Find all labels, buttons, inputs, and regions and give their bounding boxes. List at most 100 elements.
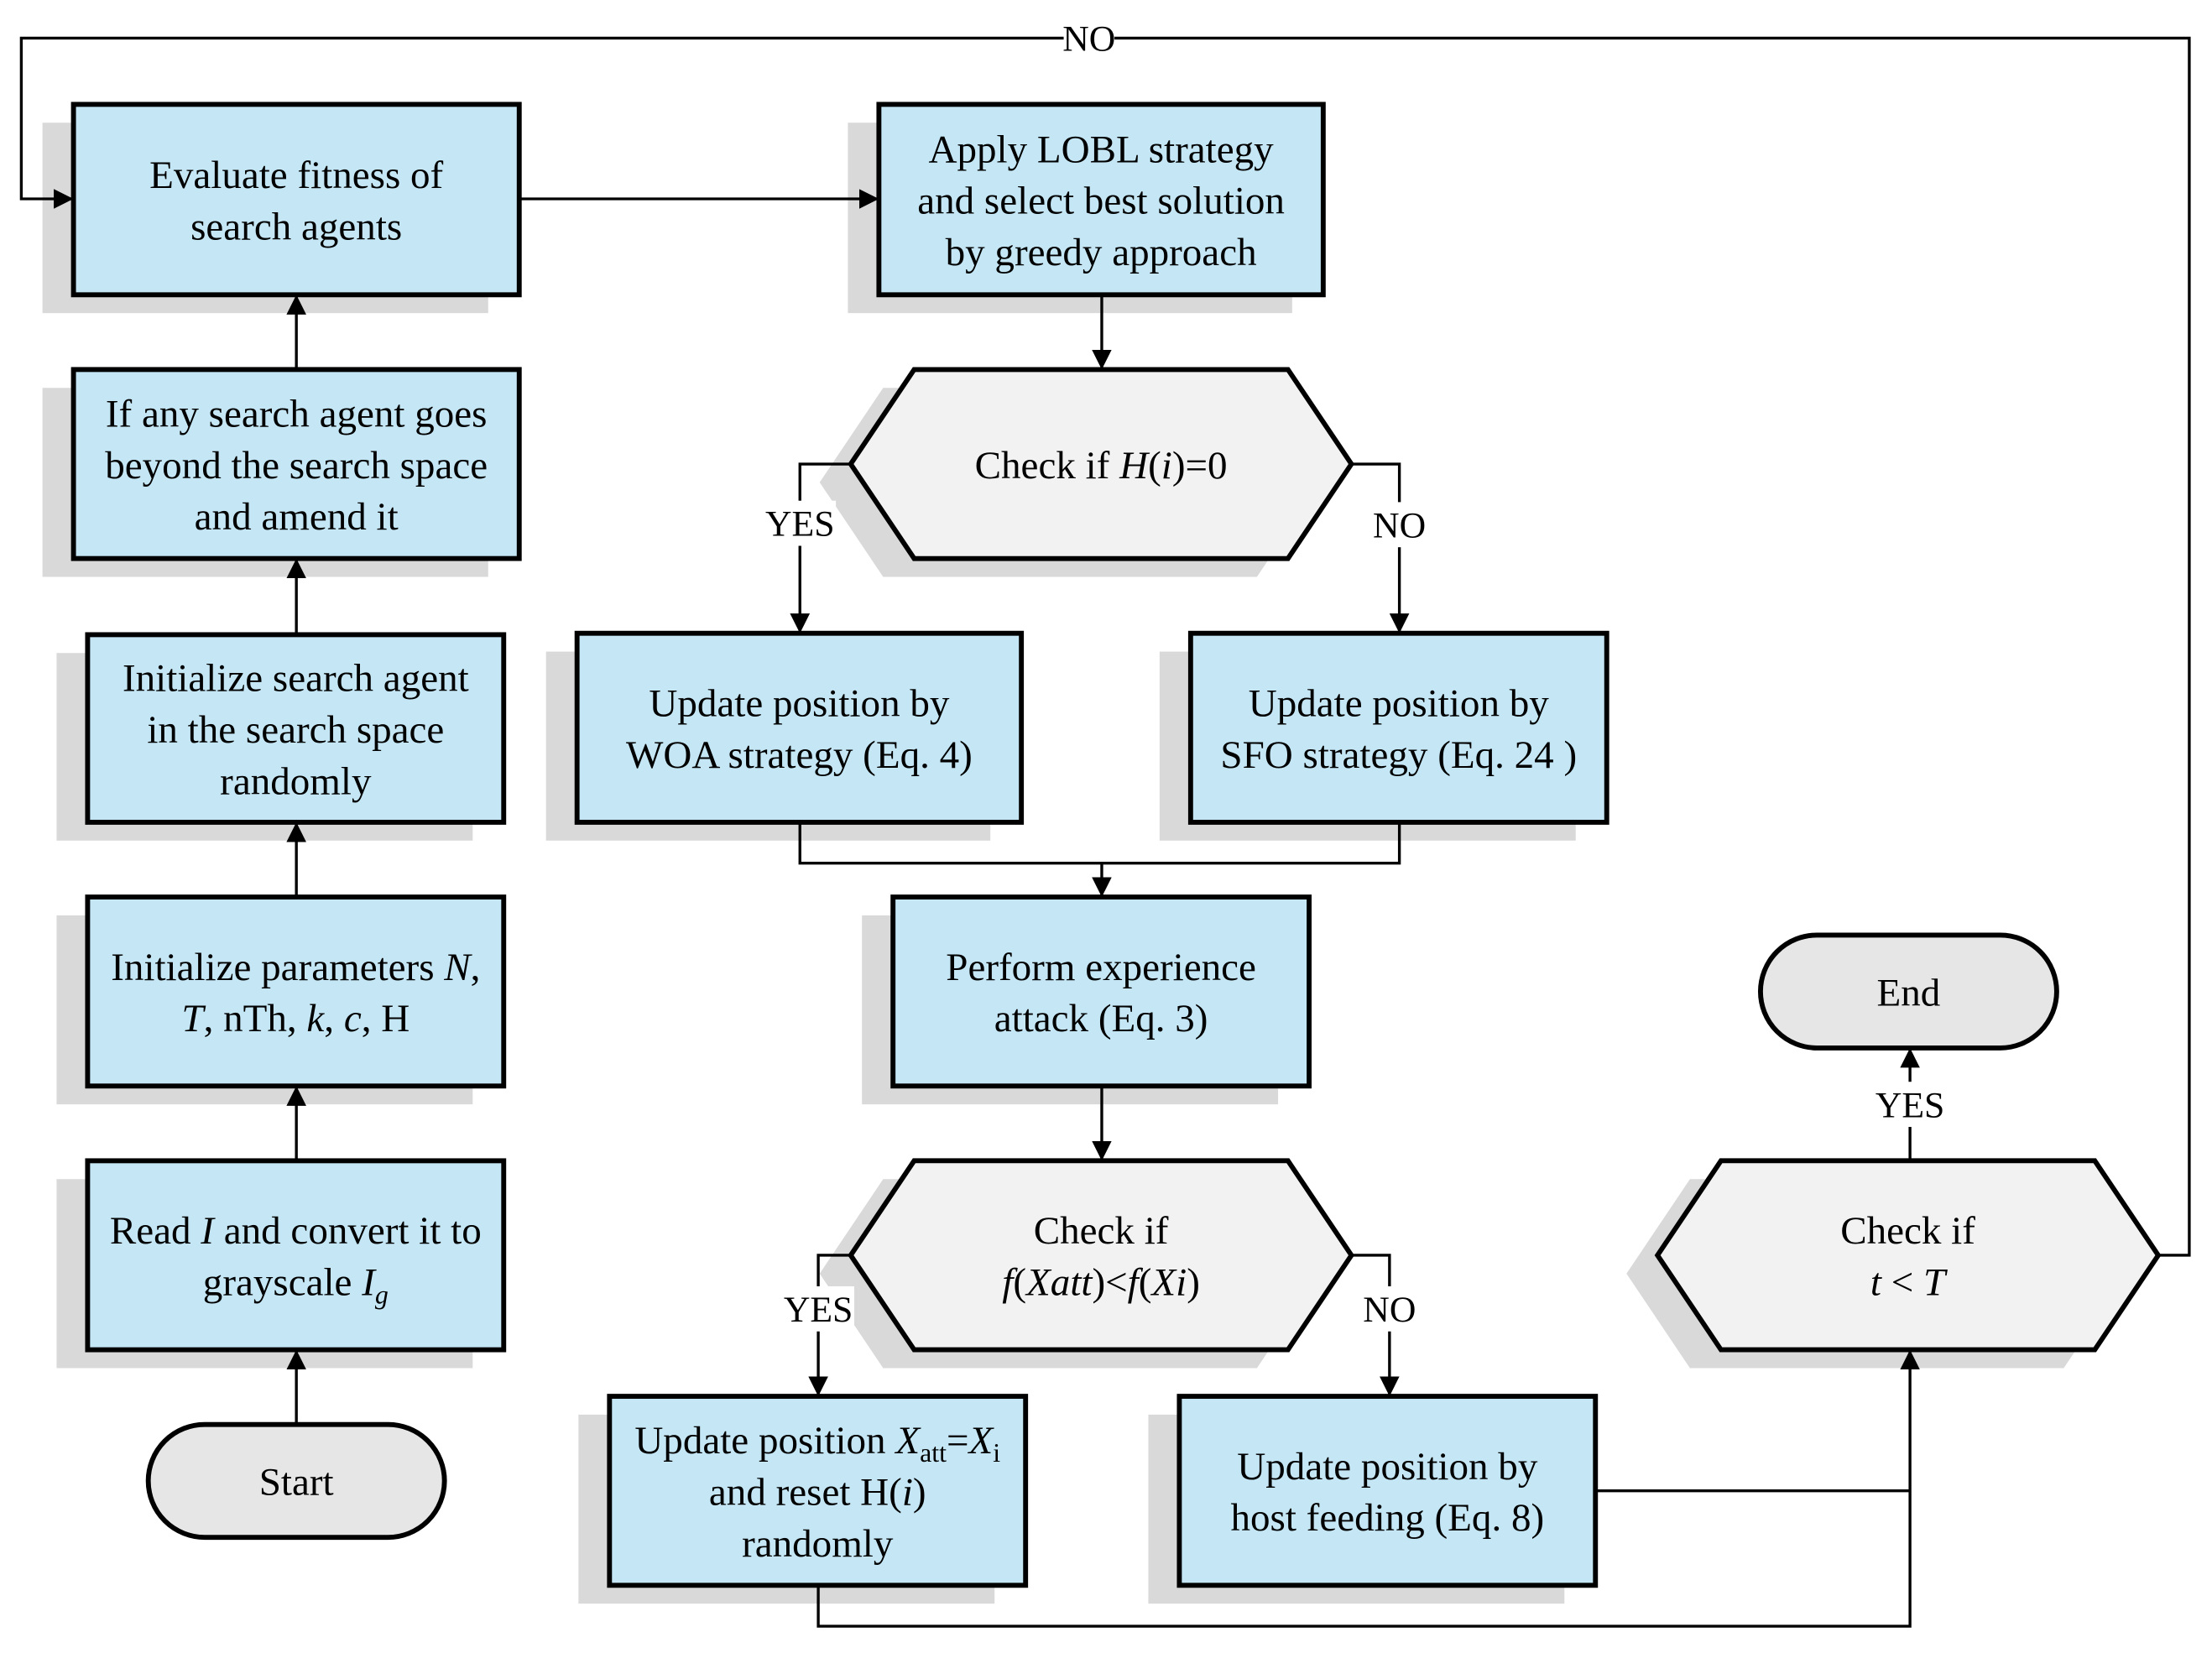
text-segment: Evaluate fitness of — [149, 154, 443, 197]
process-box — [1176, 1394, 1599, 1588]
text-segment: X — [894, 1419, 921, 1463]
node-text-line: SFO strategy (Eq. 24 ) — [1220, 733, 1577, 777]
decision-hexagon — [848, 367, 1355, 561]
text-segment: t — [1870, 1260, 1883, 1304]
node-sfo: Update position by SFO strategy (Eq. 24 ) — [1187, 630, 1609, 825]
process-box — [1187, 630, 1609, 825]
node-amend: If any search agent goes beyond the searc… — [70, 367, 522, 561]
node-woa: Update position by WOA strategy (Eq. 4) — [574, 630, 1025, 825]
text-segment: Check if — [975, 444, 1119, 488]
text-segment: Check if — [1840, 1209, 1975, 1253]
text-segment: ( — [1013, 1260, 1026, 1304]
f-yes-edge — [808, 1254, 851, 1397]
text-segment: ) — [1187, 1260, 1200, 1304]
process-box — [85, 632, 507, 825]
process-box — [876, 102, 1326, 298]
text-segment: WOA strategy (Eq. 4) — [626, 733, 973, 777]
text-segment: )=0 — [1172, 444, 1228, 488]
decision-hexagon — [848, 1158, 1355, 1353]
node-text-line: t < T — [1870, 1260, 1948, 1304]
node-text-line: f(Xatt)<f(Xi) — [1002, 1260, 1200, 1304]
node-text-line: host feeding (Eq. 8) — [1231, 1496, 1545, 1540]
node-text-line: WOA strategy (Eq. 4) — [626, 733, 973, 777]
text-segment: Initialize parameters — [111, 946, 444, 989]
woa-merge-edge — [798, 821, 1401, 865]
edge-label-background — [1374, 502, 1425, 548]
edge-label-background — [782, 1285, 854, 1332]
text-segment: and amend it — [195, 495, 399, 539]
text-segment: c — [344, 997, 362, 1040]
terminal-shape — [145, 1421, 447, 1541]
edge-label-background — [1874, 1082, 1946, 1128]
node-text-line: Start — [259, 1461, 334, 1504]
node-text-line: Initialize search agent — [123, 657, 469, 701]
text-segment: Xatt — [1025, 1260, 1093, 1304]
node-text-line: End — [1877, 971, 1941, 1014]
text-segment: att — [920, 1438, 947, 1468]
node-text-line: Update position by — [649, 681, 950, 725]
node-text-line: beyond the search space — [105, 444, 488, 488]
process-box — [607, 1394, 1029, 1588]
node-text-line: Perform experience — [946, 946, 1256, 989]
text-segment: Update position by — [649, 681, 950, 725]
text-segment: I — [361, 1260, 377, 1304]
edge-label-background — [764, 500, 837, 546]
text-segment: , — [471, 946, 481, 989]
node-text-line: Evaluate fitness of — [149, 154, 443, 197]
edge-label-loop-no: NO — [1062, 19, 1115, 60]
node-check-t: Check if t < T — [1654, 1158, 2162, 1353]
node-start: Start — [145, 1421, 447, 1541]
node-text-line: Update position Xatt=Xi — [634, 1419, 1000, 1468]
text-segment: = — [947, 1419, 969, 1463]
reset-t-edge — [816, 1349, 1920, 1628]
process-box — [890, 894, 1312, 1089]
node-text-line: attack (Eq. 3) — [994, 997, 1208, 1040]
text-segment: End — [1877, 971, 1941, 1014]
text-segment: I — [200, 1209, 216, 1253]
node-text-line: in the search space — [147, 708, 444, 752]
text-segment: Start — [259, 1461, 334, 1504]
node-check-h: Check if H(i)=0 — [848, 367, 1355, 561]
node-text-line: Check if — [1034, 1209, 1169, 1253]
node-text-line: grayscale Ig — [203, 1260, 389, 1309]
node-read: Read I and convert it to grayscale Ig — [85, 1158, 507, 1353]
text-segment: SFO strategy (Eq. 24 ) — [1220, 733, 1577, 777]
h-yes-edge — [790, 462, 851, 634]
text-segment: k — [306, 997, 325, 1040]
decision-hexagon — [1654, 1158, 2162, 1353]
node-end: End — [1757, 932, 2059, 1051]
node-text-line: randomly — [220, 759, 372, 803]
node-text-line: T, nTh, k, c, H — [181, 997, 410, 1040]
process-box — [85, 1158, 507, 1353]
process-box — [70, 102, 522, 298]
text-segment: i — [993, 1438, 1000, 1468]
text-segment: , — [324, 997, 344, 1040]
text-segment: H — [1119, 444, 1150, 488]
node-text-line: If any search agent goes — [106, 392, 488, 435]
text-segment: in the search space — [147, 708, 444, 752]
node-text-line: search agents — [190, 205, 402, 248]
text-segment: and select best solution — [917, 180, 1285, 223]
node-text-line: and amend it — [195, 495, 399, 539]
node-text-line: Check if — [1840, 1209, 1975, 1253]
text-segment: )< — [1092, 1260, 1127, 1304]
node-text-line: by greedy approach — [946, 231, 1257, 274]
text-segment: and reset H( — [709, 1471, 902, 1515]
process-box — [85, 894, 507, 1089]
text-segment: i — [1161, 444, 1172, 488]
text-segment: X — [968, 1419, 995, 1463]
edge-label-h-no: NO — [1373, 505, 1426, 545]
text-segment: Read — [110, 1209, 201, 1253]
text-segment: Update position by — [1249, 681, 1550, 725]
text-segment: Xi — [1150, 1260, 1187, 1304]
edge-label-h-yes: YES — [765, 504, 835, 545]
text-segment: , nTh, — [204, 997, 307, 1040]
h-no-edge — [1351, 462, 1410, 634]
node-check-f: Check iff(Xatt)<f(Xi) — [848, 1158, 1355, 1353]
node-text-line: Read I and convert it to — [110, 1209, 482, 1253]
edge-label-background — [1364, 1285, 1416, 1332]
text-segment: beyond the search space — [105, 444, 488, 488]
text-segment: Update position by — [1237, 1445, 1538, 1489]
